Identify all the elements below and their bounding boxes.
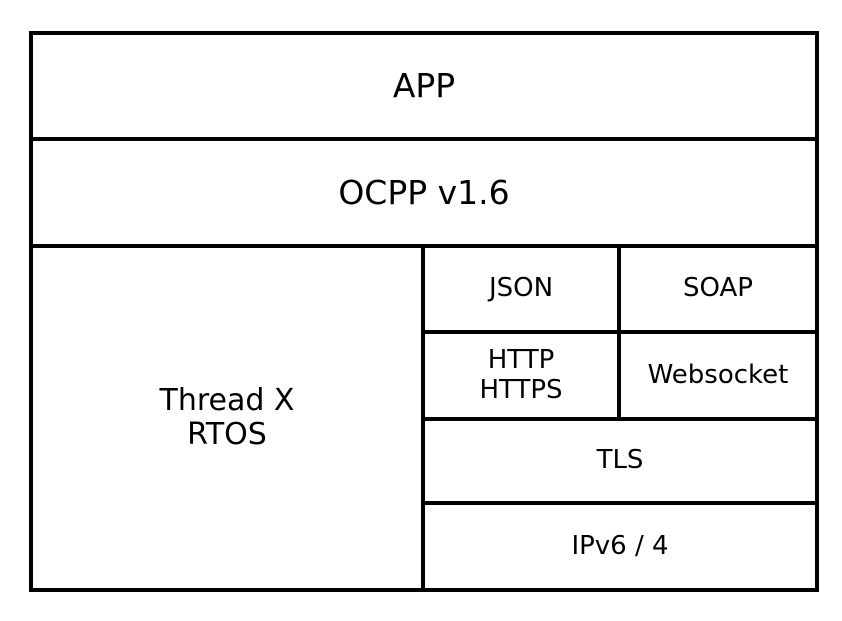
divider-tls-ip (421, 501, 819, 505)
http-block: HTTP HTTPS (425, 334, 617, 417)
app-layer: APP (33, 35, 815, 137)
tls-layer: TLS (425, 421, 815, 501)
websocket-block: Websocket (621, 334, 815, 417)
websocket-label: Websocket (647, 359, 789, 390)
rtos-block: Thread X RTOS (33, 248, 421, 588)
frame-left (29, 31, 33, 592)
divider-json-soap (617, 244, 621, 421)
ocpp-label: OCPP v1.6 (338, 172, 510, 212)
frame-right (815, 31, 819, 592)
json-block: JSON (425, 248, 617, 330)
json-label: JSON (488, 273, 554, 304)
soap-block: SOAP (621, 248, 815, 330)
rtos-line-1: Thread X (159, 382, 295, 418)
ocpp-layer: OCPP v1.6 (33, 141, 815, 244)
tls-label: TLS (596, 445, 644, 476)
divider-app-ocpp (29, 137, 819, 141)
http-line-2: HTTPS (479, 374, 563, 405)
rtos-line-2: RTOS (187, 417, 267, 452)
soap-label: SOAP (683, 273, 753, 304)
frame-top (29, 31, 819, 35)
http-line-1: HTTP (487, 344, 555, 375)
ip-label: IPv6 / 4 (571, 530, 669, 561)
ip-layer: IPv6 / 4 (425, 505, 815, 588)
app-label: APP (392, 66, 456, 106)
